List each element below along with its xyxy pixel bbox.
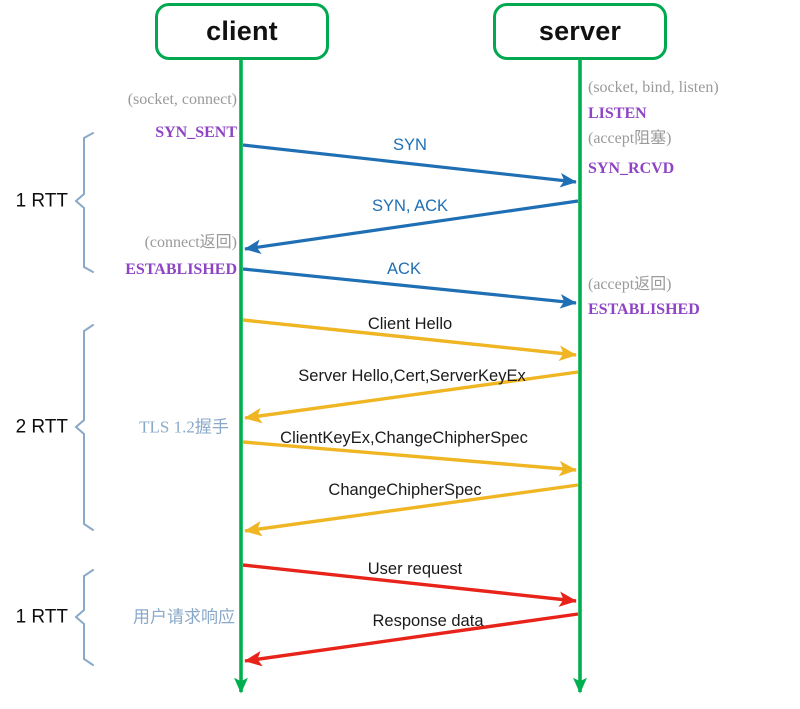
message-arrow-syn-ack (244, 199, 579, 254)
brace-rtt-3 (74, 569, 94, 666)
message-label-syn-ack: SYN, ACK (371, 196, 449, 215)
message-label-syn: SYN (393, 135, 427, 154)
message-label-client-hello: Client Hello (367, 314, 453, 333)
server-state-established: ESTABLISHED (588, 301, 700, 318)
message-arrow-server-hello (244, 370, 579, 424)
server-call-socket-bind-listen: (socket, bind, listen) (588, 79, 719, 96)
message-arrow-response-data (244, 612, 579, 667)
message-arrow-syn (242, 143, 577, 188)
phase-label-user-request-response: 用户请求响应 (133, 607, 235, 627)
actor-label-client: client (206, 16, 278, 46)
brace-rtt-1 (74, 132, 94, 273)
server-call-accept-return: (accept返回) (588, 276, 672, 293)
message-label-server-hello: Server Hello,Cert,ServerKeyEx (298, 366, 526, 385)
message-arrow-client-key-ex (242, 440, 577, 477)
brace-rtt-2 (74, 324, 94, 531)
message-label-change-chipher-spec: ChangeChipherSpec (328, 480, 482, 499)
actor-box-server[interactable]: server (493, 3, 667, 60)
server-state-listen: LISTEN (588, 105, 647, 122)
message-label-response-data: Response data (372, 611, 484, 630)
actor-box-client[interactable]: client (155, 3, 329, 60)
rtt-label-tcp: 1 RTT (15, 190, 68, 212)
phase-label-tls-handshake: TLS 1.2握手 (139, 417, 229, 437)
message-label-ack: ACK (387, 259, 421, 278)
client-call-connect-return: (connect返回) (144, 234, 237, 251)
actor-label-server: server (538, 16, 622, 46)
client-call-socket-connect: (socket, connect) (127, 91, 237, 108)
rtt-label-app: 1 RTT (15, 606, 68, 628)
rtt-label-tls: 2 RTT (15, 416, 68, 438)
server-state-syn-rcvd: SYN_RCVD (588, 160, 675, 177)
message-label-client-key-ex: ClientKeyEx,ChangeChipherSpec (280, 428, 528, 447)
message-arrow-client-hello (242, 318, 577, 361)
client-state-syn-sent: SYN_SENT (155, 124, 237, 141)
message-label-user-request: User request (367, 559, 463, 578)
message-arrow-user-request (242, 563, 577, 607)
message-arrow-change-chipher-spec (244, 483, 579, 537)
client-state-established: ESTABLISHED (125, 261, 237, 278)
message-arrow-ack (242, 267, 577, 309)
server-call-accept-block: (accept阻塞) (588, 130, 672, 147)
